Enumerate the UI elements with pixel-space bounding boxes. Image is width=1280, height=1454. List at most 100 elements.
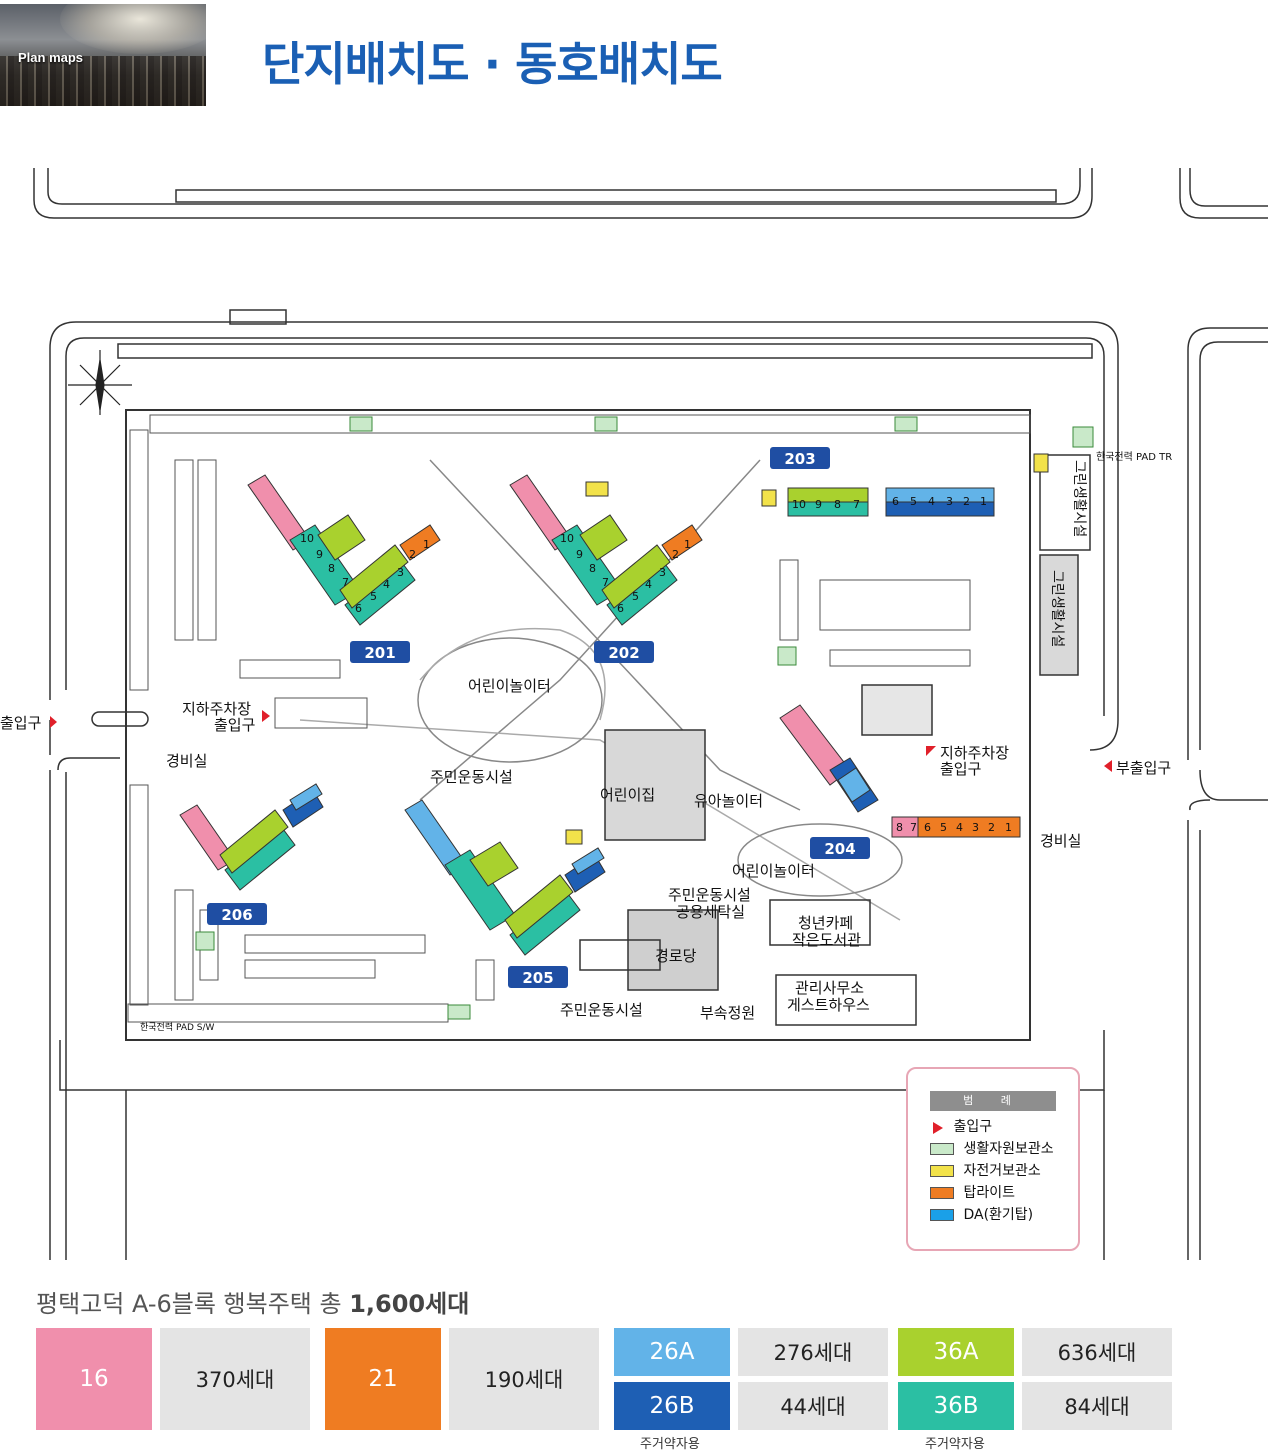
legend-item-tower: 탑라이트 xyxy=(930,1183,1015,1203)
svg-text:9: 9 xyxy=(815,498,822,511)
svg-text:8: 8 xyxy=(896,821,903,834)
svg-text:206: 206 xyxy=(221,906,252,924)
type-36a-badge: 36A xyxy=(898,1328,1014,1376)
svg-text:3: 3 xyxy=(946,495,953,508)
label-senior-center: 경로당 xyxy=(655,947,697,965)
svg-text:10: 10 xyxy=(300,532,314,545)
type-36b-count: 84세대 xyxy=(1022,1382,1172,1430)
building-tag-201: 201 xyxy=(350,641,410,663)
type-26b-note: 주거약자용 xyxy=(640,1437,700,1452)
svg-text:10: 10 xyxy=(560,532,574,545)
label-playground-1: 어린이놀이터 xyxy=(468,677,551,695)
type-36b-badge: 36B xyxy=(898,1382,1014,1430)
page-title: 단지배치도 · 동호배치도 xyxy=(262,37,723,91)
svg-text:7: 7 xyxy=(602,576,609,589)
type-16-badge: 16 xyxy=(36,1328,152,1430)
svg-text:6: 6 xyxy=(617,602,624,615)
svg-text:2: 2 xyxy=(963,495,970,508)
svg-text:6: 6 xyxy=(924,821,931,834)
entrance-marker-icon xyxy=(50,710,1112,772)
svg-text:6: 6 xyxy=(892,495,899,508)
label-sub-entrance: 부출입구 xyxy=(1116,759,1171,777)
legend-item-bicycle: 자전거보관소 xyxy=(930,1161,1041,1181)
summary-title: 평택고덕 A-6블록 행복주택 총 1,600세대 xyxy=(36,1290,470,1318)
type-36a-count: 636세대 xyxy=(1022,1328,1172,1376)
svg-text:1: 1 xyxy=(684,538,691,551)
label-fitness-1: 주민운동시설 xyxy=(430,768,513,786)
building-tag-203: 203 xyxy=(770,447,830,469)
svg-text:10: 10 xyxy=(792,498,806,511)
toplight-icon xyxy=(930,1187,954,1199)
svg-text:3: 3 xyxy=(397,566,404,579)
svg-text:9: 9 xyxy=(316,548,323,561)
svg-text:4: 4 xyxy=(383,578,390,591)
svg-text:7: 7 xyxy=(910,821,917,834)
legend-title: 범 례 xyxy=(930,1091,1056,1111)
svg-text:204: 204 xyxy=(824,840,855,858)
svg-text:2: 2 xyxy=(672,548,679,561)
svg-text:5: 5 xyxy=(910,495,917,508)
svg-text:3: 3 xyxy=(972,821,979,834)
label-guard-west: 경비실 xyxy=(166,752,207,770)
svg-text:4: 4 xyxy=(645,578,652,591)
svg-text:1: 1 xyxy=(423,538,430,551)
type-26b-badge: 26B xyxy=(614,1382,730,1430)
svg-text:8: 8 xyxy=(589,562,596,575)
type-36b-note: 주거약자용 xyxy=(925,1437,985,1452)
svg-text:2: 2 xyxy=(988,821,995,834)
label-kepco-pad-sw: 한국전력 PAD S/W xyxy=(140,1021,215,1033)
bicycle-icon xyxy=(565,453,1049,845)
building-tag-204: 204 xyxy=(810,837,870,859)
building-206 xyxy=(179,783,324,891)
building-202 xyxy=(509,474,703,626)
building-tag-206: 206 xyxy=(207,903,267,925)
legend-item-recycling: 생활자원보관소 xyxy=(930,1139,1054,1159)
type-26b-count: 44세대 xyxy=(738,1382,888,1430)
type-26a-count: 276세대 xyxy=(738,1328,888,1376)
entrance-icon xyxy=(930,1121,944,1134)
svg-text:5: 5 xyxy=(370,590,377,603)
type-16-count: 370세대 xyxy=(160,1328,310,1430)
label-guard-east: 경비실 xyxy=(1040,832,1081,850)
type-21-count: 190세대 xyxy=(449,1328,599,1430)
svg-text:5: 5 xyxy=(632,590,639,603)
svg-text:201: 201 xyxy=(364,644,395,662)
label-green-facility-2: 그린생활시설 xyxy=(1049,570,1065,647)
svg-text:5: 5 xyxy=(940,821,947,834)
svg-text:2: 2 xyxy=(409,548,416,561)
ventilation-icon xyxy=(930,1209,954,1221)
svg-text:1: 1 xyxy=(1005,821,1012,834)
building-tag-205: 205 xyxy=(508,966,568,988)
svg-text:203: 203 xyxy=(784,450,815,468)
svg-text:7: 7 xyxy=(342,576,349,589)
svg-text:6: 6 xyxy=(355,602,362,615)
svg-text:7: 7 xyxy=(853,498,860,511)
svg-text:4: 4 xyxy=(928,495,935,508)
header-thumbnail: Plan maps xyxy=(0,4,206,106)
legend: 범 례 출입구 생활자원보관소 자전거보관소 탑라이트 DA(환기탑) xyxy=(906,1067,1080,1251)
label-garden: 부속정원 xyxy=(700,1004,755,1022)
label-toddler-playground: 유아놀이터 xyxy=(694,792,763,810)
building-201 xyxy=(247,474,441,626)
type-21-badge: 21 xyxy=(325,1328,441,1430)
bicycle-icon xyxy=(930,1165,954,1177)
label-green-facility-1: 그린생활시설 xyxy=(1071,460,1087,537)
svg-text:8: 8 xyxy=(834,498,841,511)
svg-text:9: 9 xyxy=(576,548,583,561)
label-entrance-west: 출입구 xyxy=(0,714,41,732)
recycling-icon xyxy=(195,416,1094,1020)
thumbnail-label: Plan maps xyxy=(18,50,84,65)
label-playground-2: 어린이놀이터 xyxy=(732,862,815,880)
building-204 xyxy=(779,704,1021,838)
label-fitness-2: 주민운동시설 xyxy=(560,1001,643,1019)
legend-item-entrance: 출입구 xyxy=(930,1117,992,1137)
recycling-icon xyxy=(930,1143,954,1155)
legend-item-da: DA(환기탑) xyxy=(930,1205,1033,1225)
building-203 xyxy=(787,487,995,517)
compass-icon xyxy=(68,350,132,415)
